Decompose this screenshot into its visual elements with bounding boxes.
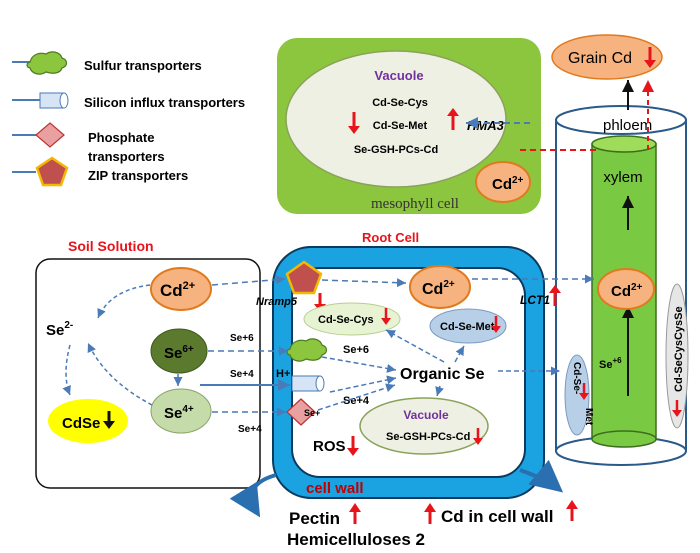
down-arrow-icon [473,428,483,445]
legend: Sulfur transporters Silicon influx trans… [12,51,245,187]
zip-transporter-icon [285,260,323,295]
svg-text:Met: Met [583,408,594,426]
root-se6-label: Se+6 [343,344,369,356]
svg-text:CdSe: CdSe [62,415,100,432]
silicon-transporter-icon [291,375,325,392]
mesophyll-cd-node: Cd2+ [475,161,531,203]
down-arrow-icon [644,47,656,68]
svg-text:Se-GSH-PCs-Cd: Se-GSH-PCs-Cd [386,431,470,443]
legend-phosphate-label-line2: transporters [88,149,165,164]
vessel-cd-se-met: Cd-Se- Met [564,354,594,436]
svg-text:Cd2+: Cd2+ [611,282,643,300]
svg-text:Se6+: Se6+ [164,344,194,362]
svg-text:Se4+: Se4+ [164,404,194,422]
legend-sulfur-label: Sulfur transporters [84,58,202,73]
svg-text:Cd2+: Cd2+ [422,279,455,298]
sulfur-transporter-icon [286,338,328,362]
legend-silicon-label: Silicon influx transporters [84,95,245,110]
lct1-label: LCT1 [520,293,550,307]
grain-node: Grain Cd [551,34,663,80]
svg-text:Cd2+: Cd2+ [160,280,195,300]
vessel-cd-secys: Cd-SeCysCysSe [665,283,689,429]
legend-zip-label: ZIP transporters [88,168,188,183]
up-arrow-icon [566,500,578,521]
soil-solution-title: Soil Solution [68,238,154,254]
mesophyll-vacuole [285,50,507,188]
transport-arrows: Se+6 Se+4 Se+4 [200,274,594,435]
sulfur-transporter-icon [26,51,68,75]
down-arrow-icon [381,308,391,325]
root-cd-se-cys: Cd-Se-Cys [303,302,401,336]
up-arrow-icon [549,285,561,306]
phosphate-transporter-icon [35,122,65,148]
arrow-se4-label-a: Se+4 [230,369,254,380]
svg-text:Cd-Se-Cys: Cd-Se-Cys [318,314,374,326]
down-arrow-icon [491,316,501,333]
cell-wall-label: cell wall [306,480,364,497]
down-arrow-icon [672,400,682,417]
legend-phosphate-label-line1: Phosphate [88,130,154,145]
arrow-se4-label-b: Se+4 [238,424,262,435]
pectin-label: Pectin [289,509,340,528]
svg-text:Cd-SeCysCysSe: Cd-SeCysCysSe [673,306,685,392]
soil-cd-node: Cd2+ [150,267,212,311]
mesophyll-se-gsh: Se-GSH-PCs-Cd [354,144,438,156]
soil-se4-node: Se4+ [150,388,212,434]
xylem-label: xylem [603,169,642,186]
hma3-label: HMA3 [467,118,505,133]
down-arrow-icon [103,411,115,429]
svg-text:Cd-Se-: Cd-Se- [571,362,582,394]
mesophyll-cd-se-cys: Cd-Se-Cys [372,97,428,109]
cell-wall-effects: Pectin Hemicelluloses 2 Cd in cell wall [229,459,578,549]
svg-text:Cd-Se-Met: Cd-Se-Met [440,321,495,333]
root-se-small-label: Se+ [304,408,320,418]
soil-solution: Soil Solution Cd2+ Se2- Se6+ Se4+ CdSe [35,238,261,489]
soil-se2-label: Se2- [46,320,73,339]
organic-se-label: Organic Se [400,366,485,383]
mesophyll-cell: Vacuole Cd-Se-Cys Cd-Se-Met Se-GSH-PCs-C… [277,38,541,214]
root-cd-se-met: Cd-Se-Met [429,308,507,344]
up-arrow-icon [447,108,459,130]
hemicellulose-label: Hemicelluloses 2 [287,530,425,549]
nramp5-label: Nramp5 [256,296,298,308]
mesophyll-vacuole-title: Vacuole [374,68,423,83]
svg-text:Cd2+: Cd2+ [492,175,524,193]
up-arrow-icon [349,503,361,524]
arrow-se6-label: Se+6 [230,333,254,344]
down-arrow-icon [347,436,359,456]
h-plus-label: H+ [276,368,290,380]
root-se4-label: Se+4 [343,395,370,407]
up-arrow-icon [424,503,436,524]
root-cell-title: Root Cell [362,230,419,245]
zip-transporter-icon [35,156,69,187]
soil-cdse-node: CdSe [48,399,128,443]
root-cell: Root Cell Nramp5 Cd2+ LCT1 Cd-Se-Cys Cd-… [256,230,561,499]
vessel-cd-node: Cd2+ [597,268,655,310]
vascular-vessel: phloem xylem Cd2+ Se+6 Cd-Se- Met Cd-SeC… [520,80,689,466]
phloem-label: phloem [603,117,652,134]
mesophyll-cell-label: mesophyll cell [371,196,459,212]
down-arrow-icon [348,112,360,134]
silicon-transporter-icon [39,92,69,109]
soil-se6-node: Se6+ [150,328,208,374]
down-arrow-icon [579,383,589,400]
phosphate-transporter-icon [286,398,316,426]
ros-label: ROS [313,438,346,455]
mesophyll-cd-se-met: Cd-Se-Met [373,120,428,132]
svg-text:Vacuole: Vacuole [403,408,449,422]
cd-in-cell-wall-label: Cd in cell wall [441,507,553,526]
vessel-se6-label: Se+6 [599,356,622,371]
root-cd-node: Cd2+ [409,265,471,309]
grain-cd-label: Grain Cd [568,50,632,67]
root-vacuole: Vacuole Se-GSH-PCs-Cd [359,397,489,455]
